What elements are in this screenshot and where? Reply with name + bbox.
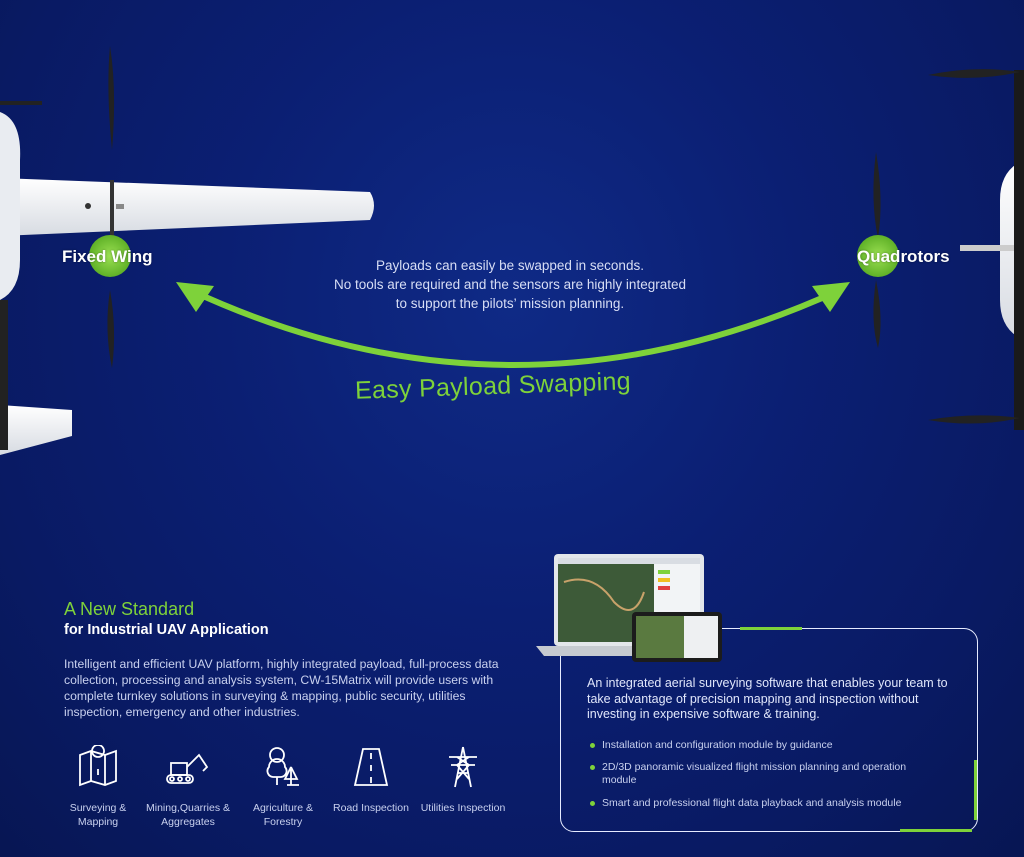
application-mining: Mining,Quarries & Aggregates xyxy=(145,745,231,829)
application-agriculture: Agriculture & Forestry xyxy=(240,745,326,829)
software-bullet-text: 2D/3D panoramic visualized flight missio… xyxy=(602,761,907,786)
application-label: Agriculture & xyxy=(252,802,314,814)
road-icon xyxy=(353,748,389,786)
application-label: Surveying & xyxy=(69,802,127,814)
application-label: Road Inspection xyxy=(333,802,409,814)
tree-icon xyxy=(266,747,299,786)
application-surveying: Surveying & Mapping xyxy=(55,745,141,829)
payload-description-line: Payloads can easily be swapped in second… xyxy=(376,258,644,273)
application-label: Mining,Quarries & xyxy=(145,802,231,814)
swap-arrow xyxy=(187,287,843,368)
accent-line xyxy=(740,627,802,630)
fixed-wing-label: Fixed Wing xyxy=(62,247,153,266)
payload-description-line: No tools are required and the sensors ar… xyxy=(334,277,686,292)
laptop-software-image xyxy=(536,554,722,662)
software-bullet-text: Installation and configuration module by… xyxy=(602,739,833,751)
fixed-wing-drone xyxy=(0,46,374,455)
software-bullet: 2D/3D panoramic visualized flight missio… xyxy=(590,761,922,787)
software-bullet: Installation and configuration module by… xyxy=(590,739,922,752)
application-label: Forestry xyxy=(263,816,303,828)
software-bullet-text: Smart and professional flight data playb… xyxy=(602,797,902,809)
standard-body: Intelligent and efficient UAV platform, … xyxy=(64,657,499,719)
standard-subtitle: for Industrial UAV Application xyxy=(64,622,269,638)
bullet-dot xyxy=(590,765,595,770)
software-description: An integrated aerial surveying software … xyxy=(587,676,948,721)
application-utilities: Utilities Inspection xyxy=(420,745,506,815)
payload-description: Payloads can easily be swapped in second… xyxy=(300,256,720,313)
accent-line xyxy=(974,760,977,820)
map-pin-icon xyxy=(79,745,117,787)
drone-illustration xyxy=(0,46,1024,455)
standard-title: A New Standard xyxy=(64,599,195,619)
swap-arrow-right-head xyxy=(812,282,850,312)
application-label: Utilities Inspection xyxy=(420,802,506,814)
application-label: Mapping xyxy=(77,816,119,828)
excavator-icon xyxy=(166,753,209,784)
accent-line xyxy=(900,829,972,832)
bullet-dot xyxy=(590,801,595,806)
application-road: Road Inspection xyxy=(328,745,414,815)
quadrotors-label: Quadrotors xyxy=(857,247,950,266)
software-bullet: Smart and professional flight data playb… xyxy=(590,797,922,810)
quadrotor-drone xyxy=(857,69,1024,430)
application-label: Aggregates xyxy=(161,816,215,828)
swap-arrow-left-head xyxy=(176,282,214,312)
power-tower-icon xyxy=(449,746,477,788)
bullet-dot xyxy=(590,743,595,748)
payload-description-line: to support the pilots’ mission planning. xyxy=(395,296,625,311)
